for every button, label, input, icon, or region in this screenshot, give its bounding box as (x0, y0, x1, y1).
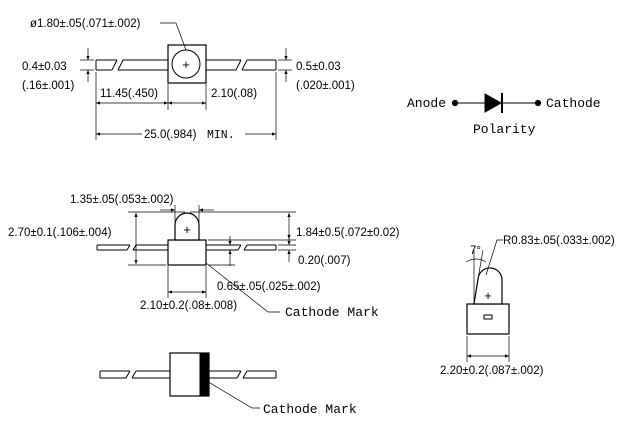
top-body-length: 2.10(.08) (211, 88, 257, 100)
total-length: 25.0(.984) (144, 129, 197, 141)
lens-diameter-label: ø1.80±.05(.071±.002) (30, 18, 141, 30)
right-lead-thickness-inch: (.020±.001) (296, 80, 355, 92)
right-lead-thickness: 0.5±0.03 (296, 61, 341, 73)
polarity-title: Polarity (473, 122, 536, 137)
dome-height-label: 1.84±0.5(.072±0.02) (296, 227, 400, 239)
min-label: MIN. (207, 129, 235, 142)
side-body-width: 2.10±0.2(.08±.008) (140, 300, 237, 312)
end-plus-mark: + (484, 288, 492, 303)
bottom-cathode-mark: Cathode Mark (263, 402, 357, 417)
end-body (466, 303, 510, 335)
left-lead-length: 11.45(.450) (100, 88, 158, 100)
anode-label: Anode (407, 96, 446, 111)
side-plus-mark: + (183, 222, 191, 237)
left-lead-thickness: 0.4±0.03 (22, 61, 67, 73)
diode-triangle (484, 93, 503, 113)
side-body (167, 239, 207, 266)
lead-offset-label: 0.65±.05(.025±.002) (217, 281, 321, 293)
end-width-label: 2.20±0.2(.087±.002) (440, 365, 544, 377)
dome-width-label: 1.35±.05(.053±.002) (70, 194, 174, 206)
side-cathode-mark: Cathode Mark (285, 305, 379, 320)
top-right-lead (206, 59, 277, 71)
top-view: + ø1.80±.05(.071±.002) 0.4±0.03 (.16±.00… (22, 18, 355, 142)
side-dome (174, 212, 200, 241)
side-lead-thickness: 0.20(.007) (298, 255, 351, 267)
left-lead-thickness-inch: (.16±.001) (22, 80, 75, 92)
end-cathode-slot (483, 314, 493, 320)
polarity-symbol: Anode Cathode Polarity (407, 93, 601, 137)
bottom-cathode-band (199, 352, 210, 397)
bottom-view: Cathode Mark (99, 352, 357, 417)
cathode-label: Cathode (546, 96, 601, 111)
total-height-label: 2.70±0.1(.106±.004) (8, 227, 112, 239)
end-view: + 7° R0.83±.05(.033±.002) 2.20±0.2(.087±… (440, 235, 615, 377)
top-body (167, 44, 207, 84)
top-plus-mark: + (182, 57, 190, 72)
side-view: + 1.35±.05(.053±.002) 2.70±0.1(.106±.004… (8, 194, 400, 320)
draft-angle-label: 7° (470, 245, 481, 257)
top-left-lead (95, 59, 168, 71)
dome-radius-label: R0.83±.05(.033±.002) (503, 235, 615, 247)
